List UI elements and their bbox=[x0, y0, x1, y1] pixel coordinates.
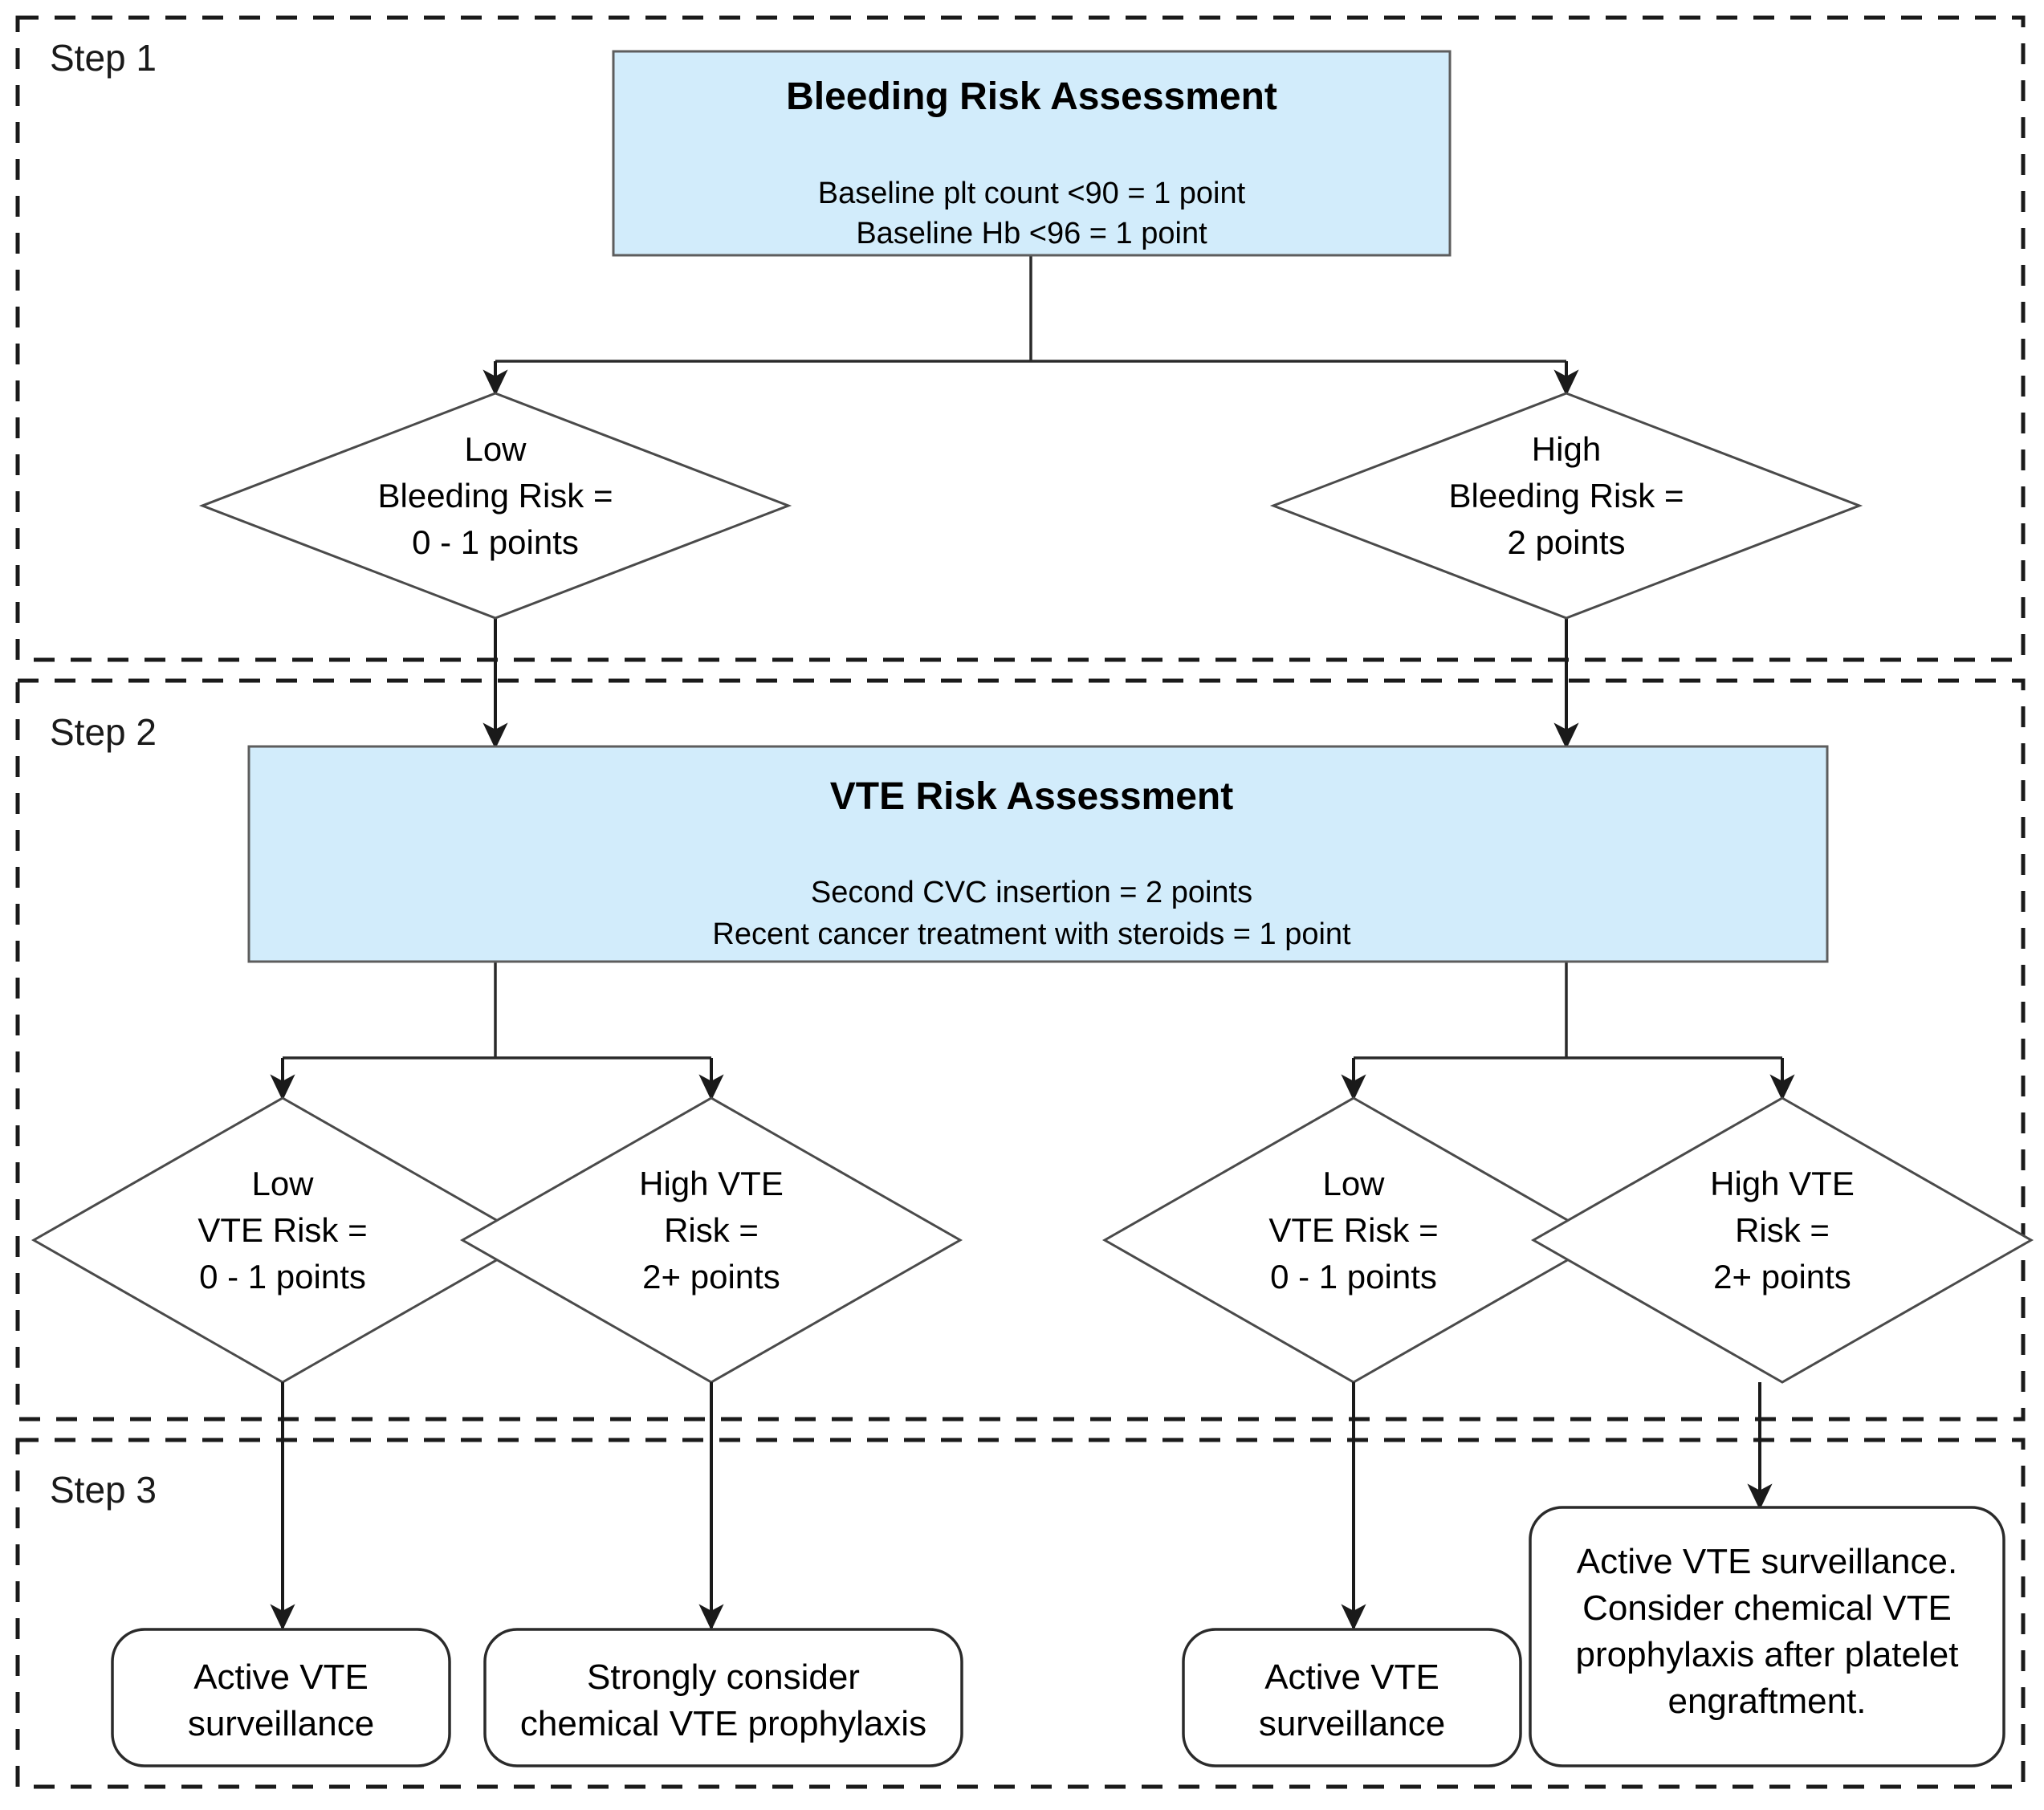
bleeding-criterion-1: Baseline plt count <90 = 1 point bbox=[818, 177, 1246, 210]
step1-connectors bbox=[482, 255, 1579, 750]
vte-risk-box[interactable] bbox=[247, 745, 1829, 963]
high-bleeding-risk-line-1: High bbox=[1532, 430, 1601, 468]
bleeding-risk-title: Bleeding Risk Assessment bbox=[786, 75, 1277, 118]
outcome-2-line-2: chemical VTE prophylaxis bbox=[520, 1704, 926, 1743]
bleeding-risk-box[interactable] bbox=[612, 50, 1452, 257]
high-bleeding-risk-line-3: 2 points bbox=[1507, 523, 1625, 561]
step2-region bbox=[15, 678, 2026, 1422]
outcome-3-line-1: Active VTE bbox=[1264, 1657, 1439, 1697]
outcome-4-line-4: engraftment. bbox=[1667, 1682, 1866, 1721]
step1-region bbox=[15, 15, 2026, 662]
step3-connectors bbox=[270, 1382, 1773, 1631]
vte-risk-title: VTE Risk Assessment bbox=[830, 775, 1233, 818]
high-vte-right-line-1: High VTE bbox=[1710, 1165, 1855, 1202]
high-vte-right-line-3: 2+ points bbox=[1713, 1258, 1851, 1295]
vte-criterion-2: Recent cancer treatment with steroids = … bbox=[712, 917, 1351, 951]
low-vte-risk-right-node[interactable]: Low VTE Risk = 0 - 1 points bbox=[1101, 1096, 1606, 1384]
high-vte-left-line-3: 2+ points bbox=[642, 1258, 780, 1295]
high-bleeding-risk-diamond[interactable] bbox=[1269, 392, 1863, 620]
low-bleeding-risk-line-1: Low bbox=[464, 430, 527, 468]
low-vte-left-line-2: VTE Risk = bbox=[197, 1211, 367, 1249]
low-vte-right-line-3: 0 - 1 points bbox=[1270, 1258, 1437, 1295]
low-bleeding-risk-line-3: 0 - 1 points bbox=[412, 523, 579, 561]
high-vte-risk-right-node[interactable]: High VTE Risk = 2+ points bbox=[1530, 1096, 2034, 1384]
outcome-3-node[interactable]: Active VTE surveillance bbox=[1182, 1628, 1522, 1767]
outcome-1-line-1: Active VTE bbox=[193, 1657, 368, 1697]
low-vte-right-line-1: Low bbox=[1322, 1165, 1385, 1202]
low-vte-left-line-1: Low bbox=[251, 1165, 314, 1202]
high-vte-risk-right-diamond[interactable] bbox=[1530, 1096, 2034, 1384]
high-vte-left-line-1: High VTE bbox=[639, 1165, 784, 1202]
outcome-4-box[interactable] bbox=[1529, 1506, 2005, 1767]
step3-region bbox=[15, 1438, 2026, 1789]
outcome-1-line-2: surveillance bbox=[188, 1704, 374, 1743]
low-vte-risk-left-node[interactable]: Low VTE Risk = 0 - 1 points bbox=[31, 1096, 535, 1384]
high-vte-left-line-2: Risk = bbox=[664, 1211, 759, 1249]
outcome-4-line-3: prophylaxis after platelet bbox=[1576, 1635, 1959, 1674]
outcome-3-line-2: surveillance bbox=[1259, 1704, 1445, 1743]
step1-label: Step 1 bbox=[50, 37, 157, 79]
bleeding-risk-assessment-node[interactable]: Bleeding Risk Assessment Baseline plt co… bbox=[612, 50, 1452, 257]
outcome-2-box[interactable] bbox=[483, 1628, 963, 1767]
outcome-4-line-2: Consider chemical VTE bbox=[1582, 1588, 1952, 1628]
high-vte-right-line-2: Risk = bbox=[1735, 1211, 1830, 1249]
outcome-2-line-1: Strongly consider bbox=[587, 1657, 860, 1697]
step3-label: Step 3 bbox=[50, 1469, 157, 1511]
vte-risk-assessment-node[interactable]: VTE Risk Assessment Second CVC insertion… bbox=[247, 745, 1829, 963]
outcome-2-node[interactable]: Strongly consider chemical VTE prophylax… bbox=[483, 1628, 963, 1767]
low-vte-left-line-3: 0 - 1 points bbox=[199, 1258, 366, 1295]
high-bleeding-risk-node[interactable]: High Bleeding Risk = 2 points bbox=[1269, 392, 1863, 620]
step2-label: Step 2 bbox=[50, 711, 157, 753]
outcome-4-line-1: Active VTE surveillance. bbox=[1577, 1542, 1957, 1581]
outcome-1-node[interactable]: Active VTE surveillance bbox=[111, 1628, 451, 1767]
high-bleeding-risk-line-2: Bleeding Risk = bbox=[1449, 477, 1684, 515]
outcome-3-box[interactable] bbox=[1182, 1628, 1522, 1767]
low-bleeding-risk-line-2: Bleeding Risk = bbox=[378, 477, 613, 515]
vte-criterion-1: Second CVC insertion = 2 points bbox=[811, 876, 1252, 909]
low-bleeding-risk-diamond[interactable] bbox=[198, 392, 792, 620]
outcome-1-box[interactable] bbox=[111, 1628, 451, 1767]
bleeding-criterion-2: Baseline Hb <96 = 1 point bbox=[856, 217, 1207, 250]
high-vte-risk-left-node[interactable]: High VTE Risk = 2+ points bbox=[459, 1096, 963, 1384]
step2-connectors bbox=[270, 962, 1795, 1101]
low-vte-right-line-2: VTE Risk = bbox=[1268, 1211, 1438, 1249]
low-bleeding-risk-node[interactable]: Low Bleeding Risk = 0 - 1 points bbox=[198, 392, 792, 620]
outcome-4-node[interactable]: Active VTE surveillance. Consider chemic… bbox=[1529, 1506, 2005, 1767]
